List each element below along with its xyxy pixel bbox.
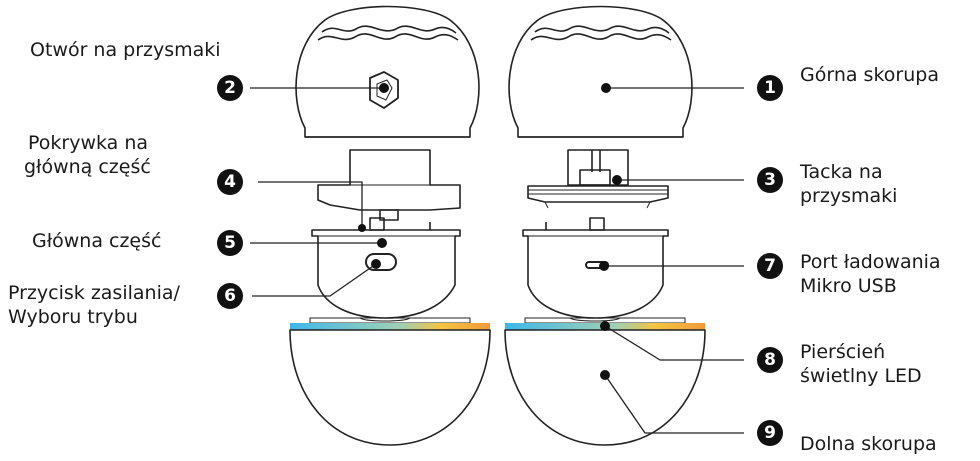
label-main-cover: Pokrywka na główną część bbox=[24, 132, 151, 178]
leader-6 bbox=[252, 263, 377, 297]
leader-lines bbox=[250, 87, 744, 434]
right-main-body bbox=[522, 217, 669, 322]
callout-badge-8: 8 bbox=[757, 347, 783, 373]
callout-badge-4: 4 bbox=[217, 169, 243, 195]
label-treat-opening: Otwór na przysmaki bbox=[30, 39, 221, 61]
callout-badge-1: 1 bbox=[757, 75, 783, 101]
right-treat-tray bbox=[527, 149, 669, 209]
label-usb-port: Port ładowania Mikro USB bbox=[800, 251, 941, 297]
callout-badge-6: 6 bbox=[217, 283, 243, 309]
leader-9 bbox=[604, 374, 744, 434]
left-led-ring bbox=[290, 317, 490, 330]
right-top-shell bbox=[508, 5, 693, 138]
callout-badge-2: 2 bbox=[217, 75, 243, 101]
label-power-mode-button: Przycisk zasilania/ Wyboru trybu bbox=[8, 282, 180, 328]
left-main-body bbox=[311, 217, 461, 322]
callout-badge-9: 9 bbox=[757, 420, 783, 446]
left-top-shell bbox=[295, 5, 480, 138]
callout-badge-7: 7 bbox=[757, 253, 783, 279]
left-bottom-shell bbox=[289, 329, 491, 446]
leader-8 bbox=[604, 325, 744, 361]
callout-badge-3: 3 bbox=[757, 167, 783, 193]
left-main-cover bbox=[317, 149, 461, 221]
right-bottom-shell bbox=[504, 329, 706, 446]
callout-badge-5: 5 bbox=[217, 230, 243, 256]
label-main-body: Główna część bbox=[32, 230, 162, 252]
label-bottom-shell: Dolna skorupa bbox=[800, 433, 937, 455]
leader-dots bbox=[358, 83, 622, 380]
leader-4 bbox=[258, 181, 363, 228]
label-treat-tray: Tacka na przysmaki bbox=[800, 161, 898, 207]
label-top-shell: Górna skorupa bbox=[800, 64, 939, 86]
label-led-ring: Pierścień świetlny LED bbox=[800, 341, 922, 387]
